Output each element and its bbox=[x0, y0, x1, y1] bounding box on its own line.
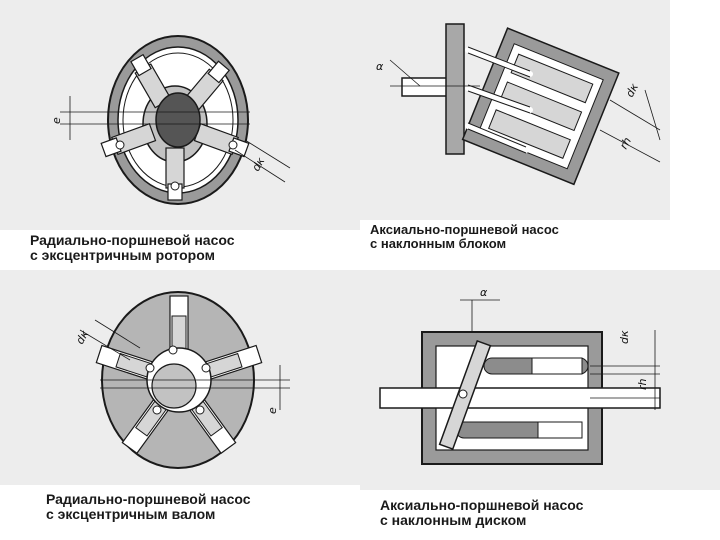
axial-block-labels: α dк rh bbox=[376, 60, 641, 151]
label-dk: dк bbox=[623, 81, 641, 99]
panel-axial-inclined-disc: α dк rh Аксиально-поршневой насос с накл… bbox=[360, 270, 720, 540]
panel-radial-eccentric-shaft: dк e Радиально-поршневой насос с эксцент… bbox=[0, 270, 360, 540]
caption-line1: Радиально-поршневой насос bbox=[30, 232, 235, 248]
panel-axial-inclined-block: α dк rh Аксиально-поршневой насос с накл… bbox=[360, 0, 720, 270]
label-rh: rh bbox=[636, 378, 649, 390]
label-alpha: α bbox=[376, 60, 384, 73]
radial-shaft-diagram bbox=[79, 291, 290, 469]
label-dk: dк bbox=[249, 155, 267, 174]
label-dk: dк bbox=[618, 330, 631, 344]
axial-block-diagram bbox=[389, 23, 661, 186]
radial-shaft-labels: dк e bbox=[73, 328, 279, 414]
caption-line1: Аксиально-поршневой насос bbox=[370, 222, 559, 237]
axial-disc-diagram bbox=[379, 299, 661, 465]
caption: Аксиально-поршневой насос с наклонным ди… bbox=[380, 497, 584, 529]
caption-line2: с эксцентричным валом bbox=[46, 506, 216, 523]
label-e: e bbox=[266, 407, 279, 414]
label-rh: rh bbox=[617, 135, 634, 151]
caption-line2: с эксцентричным ротором bbox=[30, 247, 215, 264]
radial-rotor-diagram bbox=[60, 35, 291, 205]
caption-line1: Аксиально-поршневой насос bbox=[380, 497, 584, 513]
caption: Радиально-поршневой насос с эксцентричны… bbox=[30, 232, 235, 264]
axial-disc-labels: α dк rh bbox=[480, 286, 649, 390]
label-dk: dк bbox=[73, 328, 91, 347]
caption-line1: Радиально-поршневой насос bbox=[46, 491, 251, 507]
caption: Радиально-поршневой насос с эксцентричны… bbox=[46, 491, 251, 523]
radial-rotor-labels: e dк bbox=[50, 117, 268, 174]
panel-radial-eccentric-rotor: e dк Радиально-поршневой насос с эксцент… bbox=[0, 0, 360, 270]
caption-line2: с наклонным диском bbox=[380, 512, 527, 529]
label-e: e bbox=[50, 117, 63, 124]
label-alpha: α bbox=[480, 286, 488, 299]
caption-line2: с наклонным блоком bbox=[370, 236, 507, 252]
caption: Аксиально-поршневой насос с наклонным бл… bbox=[370, 222, 559, 252]
